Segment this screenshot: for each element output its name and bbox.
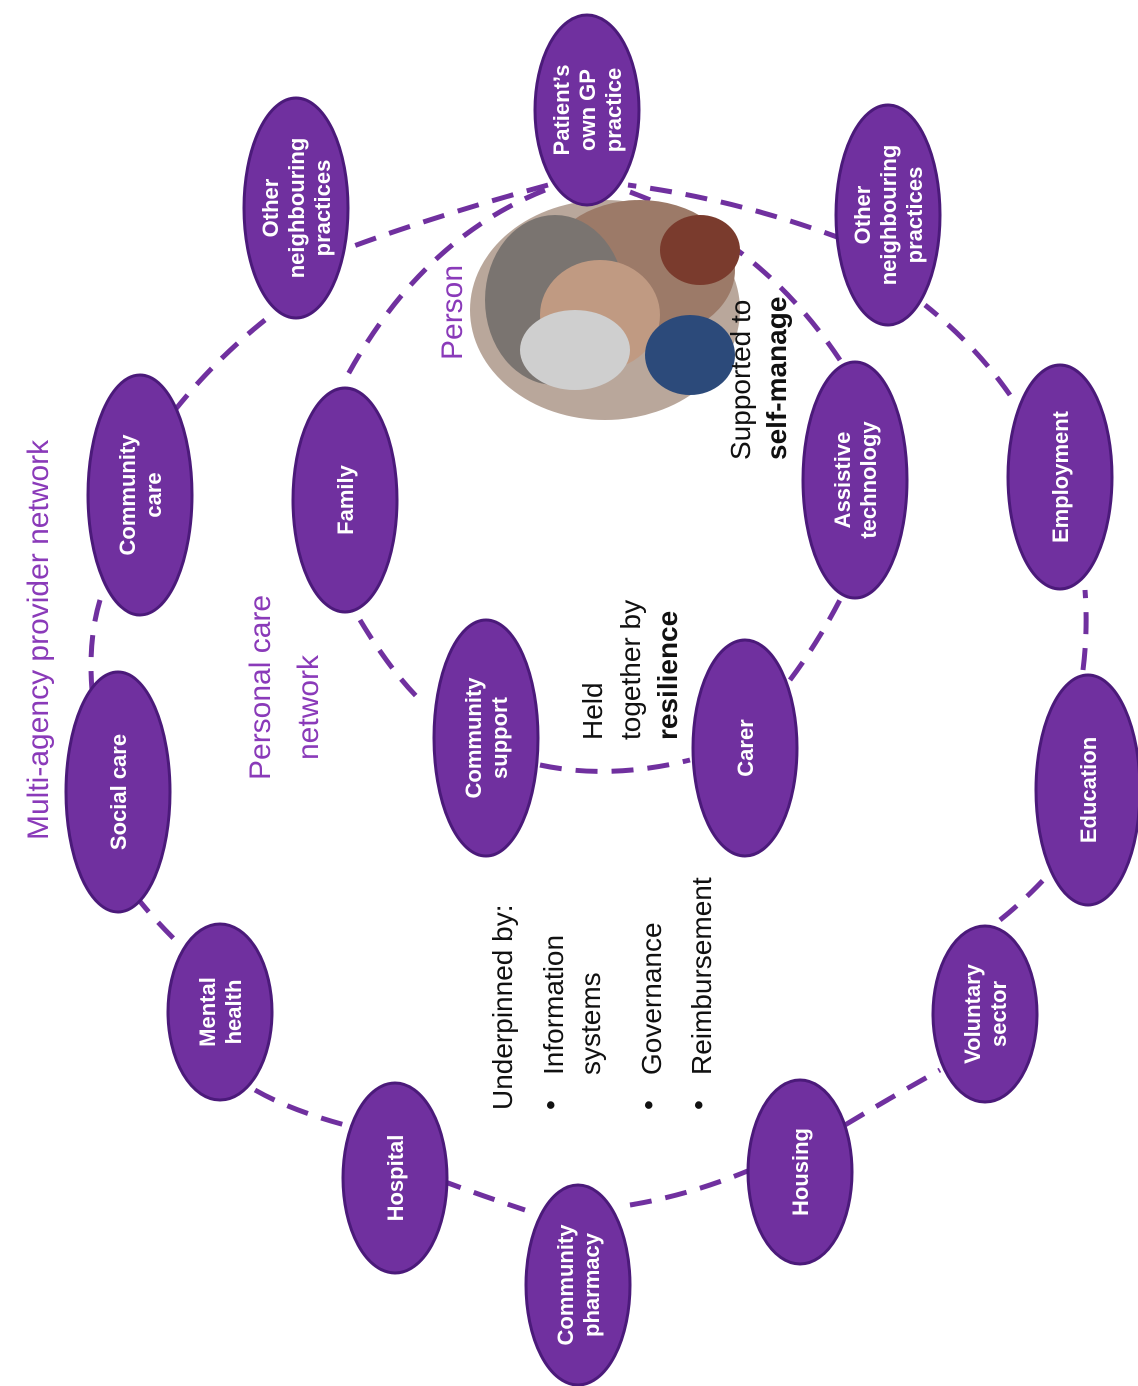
underpinned-heading: Underpinned by:: [487, 905, 518, 1110]
item1-line2: systems: [575, 972, 606, 1075]
node-ellipse-community-care: [86, 373, 194, 617]
node-label-other-practices-bottom-1: Other: [850, 185, 875, 244]
link-other-top-community-care: [173, 318, 267, 412]
node-label-gp-practice-1: Patient’s: [549, 65, 574, 156]
node-label-other-practices-top-3: practices: [310, 160, 335, 257]
node-ellipse-other-practices-top: [242, 96, 350, 320]
link-hospital-pharmacy: [439, 1177, 526, 1213]
node-label-community-pharmacy-2: pharmacy: [579, 1232, 604, 1337]
node-label-community-pharmacy-1: Community: [553, 1224, 578, 1346]
node-family: Family: [291, 386, 399, 614]
node-label-social-care-1: Social care: [106, 734, 131, 850]
node-label-voluntary-sector-2: sector: [986, 981, 1011, 1047]
node-social-care: Social care: [64, 670, 172, 914]
node-label-other-practices-bottom-3: practices: [902, 167, 927, 264]
person-photo: [470, 200, 740, 420]
node-label-other-practices-top-1: Other: [258, 178, 283, 237]
personal-care-title-line2: network: [292, 654, 325, 760]
link-other-bottom-gp: [627, 182, 846, 243]
link-assistive-gp: [629, 189, 843, 362]
node-ellipse-employment: [1006, 363, 1114, 591]
held-line2: together by: [615, 600, 646, 740]
node-label-family-1: Family: [333, 464, 358, 534]
node-ellipse-community-pharmacy: [524, 1183, 632, 1386]
node-label-employment-1: Employment: [1048, 410, 1073, 543]
node-label-community-support-1: Community: [461, 677, 486, 799]
link-pharmacy-housing: [629, 1167, 751, 1208]
link-social-care-mental-health: [133, 893, 182, 947]
node-ellipse-mental-health: [166, 922, 274, 1102]
node-label-education-1: Education: [1076, 737, 1101, 843]
node-ellipse-carer: [691, 638, 799, 858]
link-education-employment: [1080, 589, 1089, 671]
node-label-other-practices-top-2: neighbouring: [284, 138, 309, 279]
bullet-3: •: [683, 1100, 714, 1110]
held-line1: Held: [577, 682, 608, 740]
node-label-community-support-2: support: [487, 696, 512, 779]
link-voluntary-education: [998, 873, 1050, 922]
node-ellipse-housing: [746, 1078, 854, 1266]
node-label-gp-practice-2: own GP: [575, 69, 600, 151]
node-label-assistive-technology-1: Assistive: [830, 432, 855, 529]
person-label: Person: [436, 265, 469, 360]
item1-line1: Information: [538, 935, 569, 1075]
node-education: Education: [1034, 673, 1138, 907]
node-ellipse-education: [1034, 673, 1138, 907]
node-hospital: Hospital: [341, 1081, 449, 1275]
node-label-other-practices-bottom-2: neighbouring: [876, 145, 901, 286]
link-community-care-social-care: [88, 599, 103, 691]
bullet-1: •: [535, 1100, 566, 1110]
supported-line1: Supported to: [725, 300, 756, 460]
node-employment: Employment: [1006, 363, 1114, 591]
link-carer-assistive: [787, 588, 848, 682]
node-ellipse-family: [291, 386, 399, 614]
link-gp-other-top: [329, 182, 549, 258]
link-housing-voluntary: [843, 1067, 942, 1128]
link-mental-health-hospital: [253, 1087, 346, 1128]
inner-ring-links: [342, 187, 848, 774]
node-label-mental-health-1: Mental: [195, 977, 220, 1047]
node-label-hospital-1: Hospital: [383, 1135, 408, 1222]
node-ellipse-social-care: [64, 670, 172, 914]
node-ellipse-hospital: [341, 1081, 449, 1275]
item2: Governance: [636, 922, 667, 1075]
node-label-gp-practice-3: practice: [601, 68, 626, 152]
node-housing: Housing: [746, 1078, 854, 1266]
link-community-support-carer: [539, 757, 691, 774]
link-employment-other-bottom: [923, 303, 1013, 397]
multi-agency-title: Multi-agency provider network: [22, 439, 55, 840]
node-label-voluntary-sector-1: Voluntary: [960, 963, 985, 1064]
supported-line2: self-manage: [761, 297, 792, 460]
node-label-assistive-technology-2: technology: [856, 421, 881, 539]
personal-care-title-line1: Personal care: [244, 595, 277, 780]
node-label-community-care-1: Community: [115, 434, 140, 556]
item3: Reimbursement: [686, 877, 717, 1075]
node-ellipse-voluntary-sector: [931, 924, 1039, 1104]
node-ellipse-other-practices-bottom: [834, 103, 942, 327]
node-ellipse-community-support: [432, 618, 540, 858]
node-label-carer-1: Carer: [733, 719, 758, 777]
node-ellipse-gp-practice: [533, 13, 641, 207]
node-ellipse-assistive-technology: [801, 360, 909, 600]
node-carer: Carer: [691, 638, 799, 858]
bullet-2: •: [633, 1100, 664, 1110]
node-label-housing-1: Housing: [788, 1128, 813, 1216]
node-label-community-care-2: care: [141, 472, 166, 517]
held-line3: resilience: [652, 611, 683, 740]
node-label-mental-health-2: health: [221, 980, 246, 1045]
link-family-community-support: [357, 618, 422, 702]
